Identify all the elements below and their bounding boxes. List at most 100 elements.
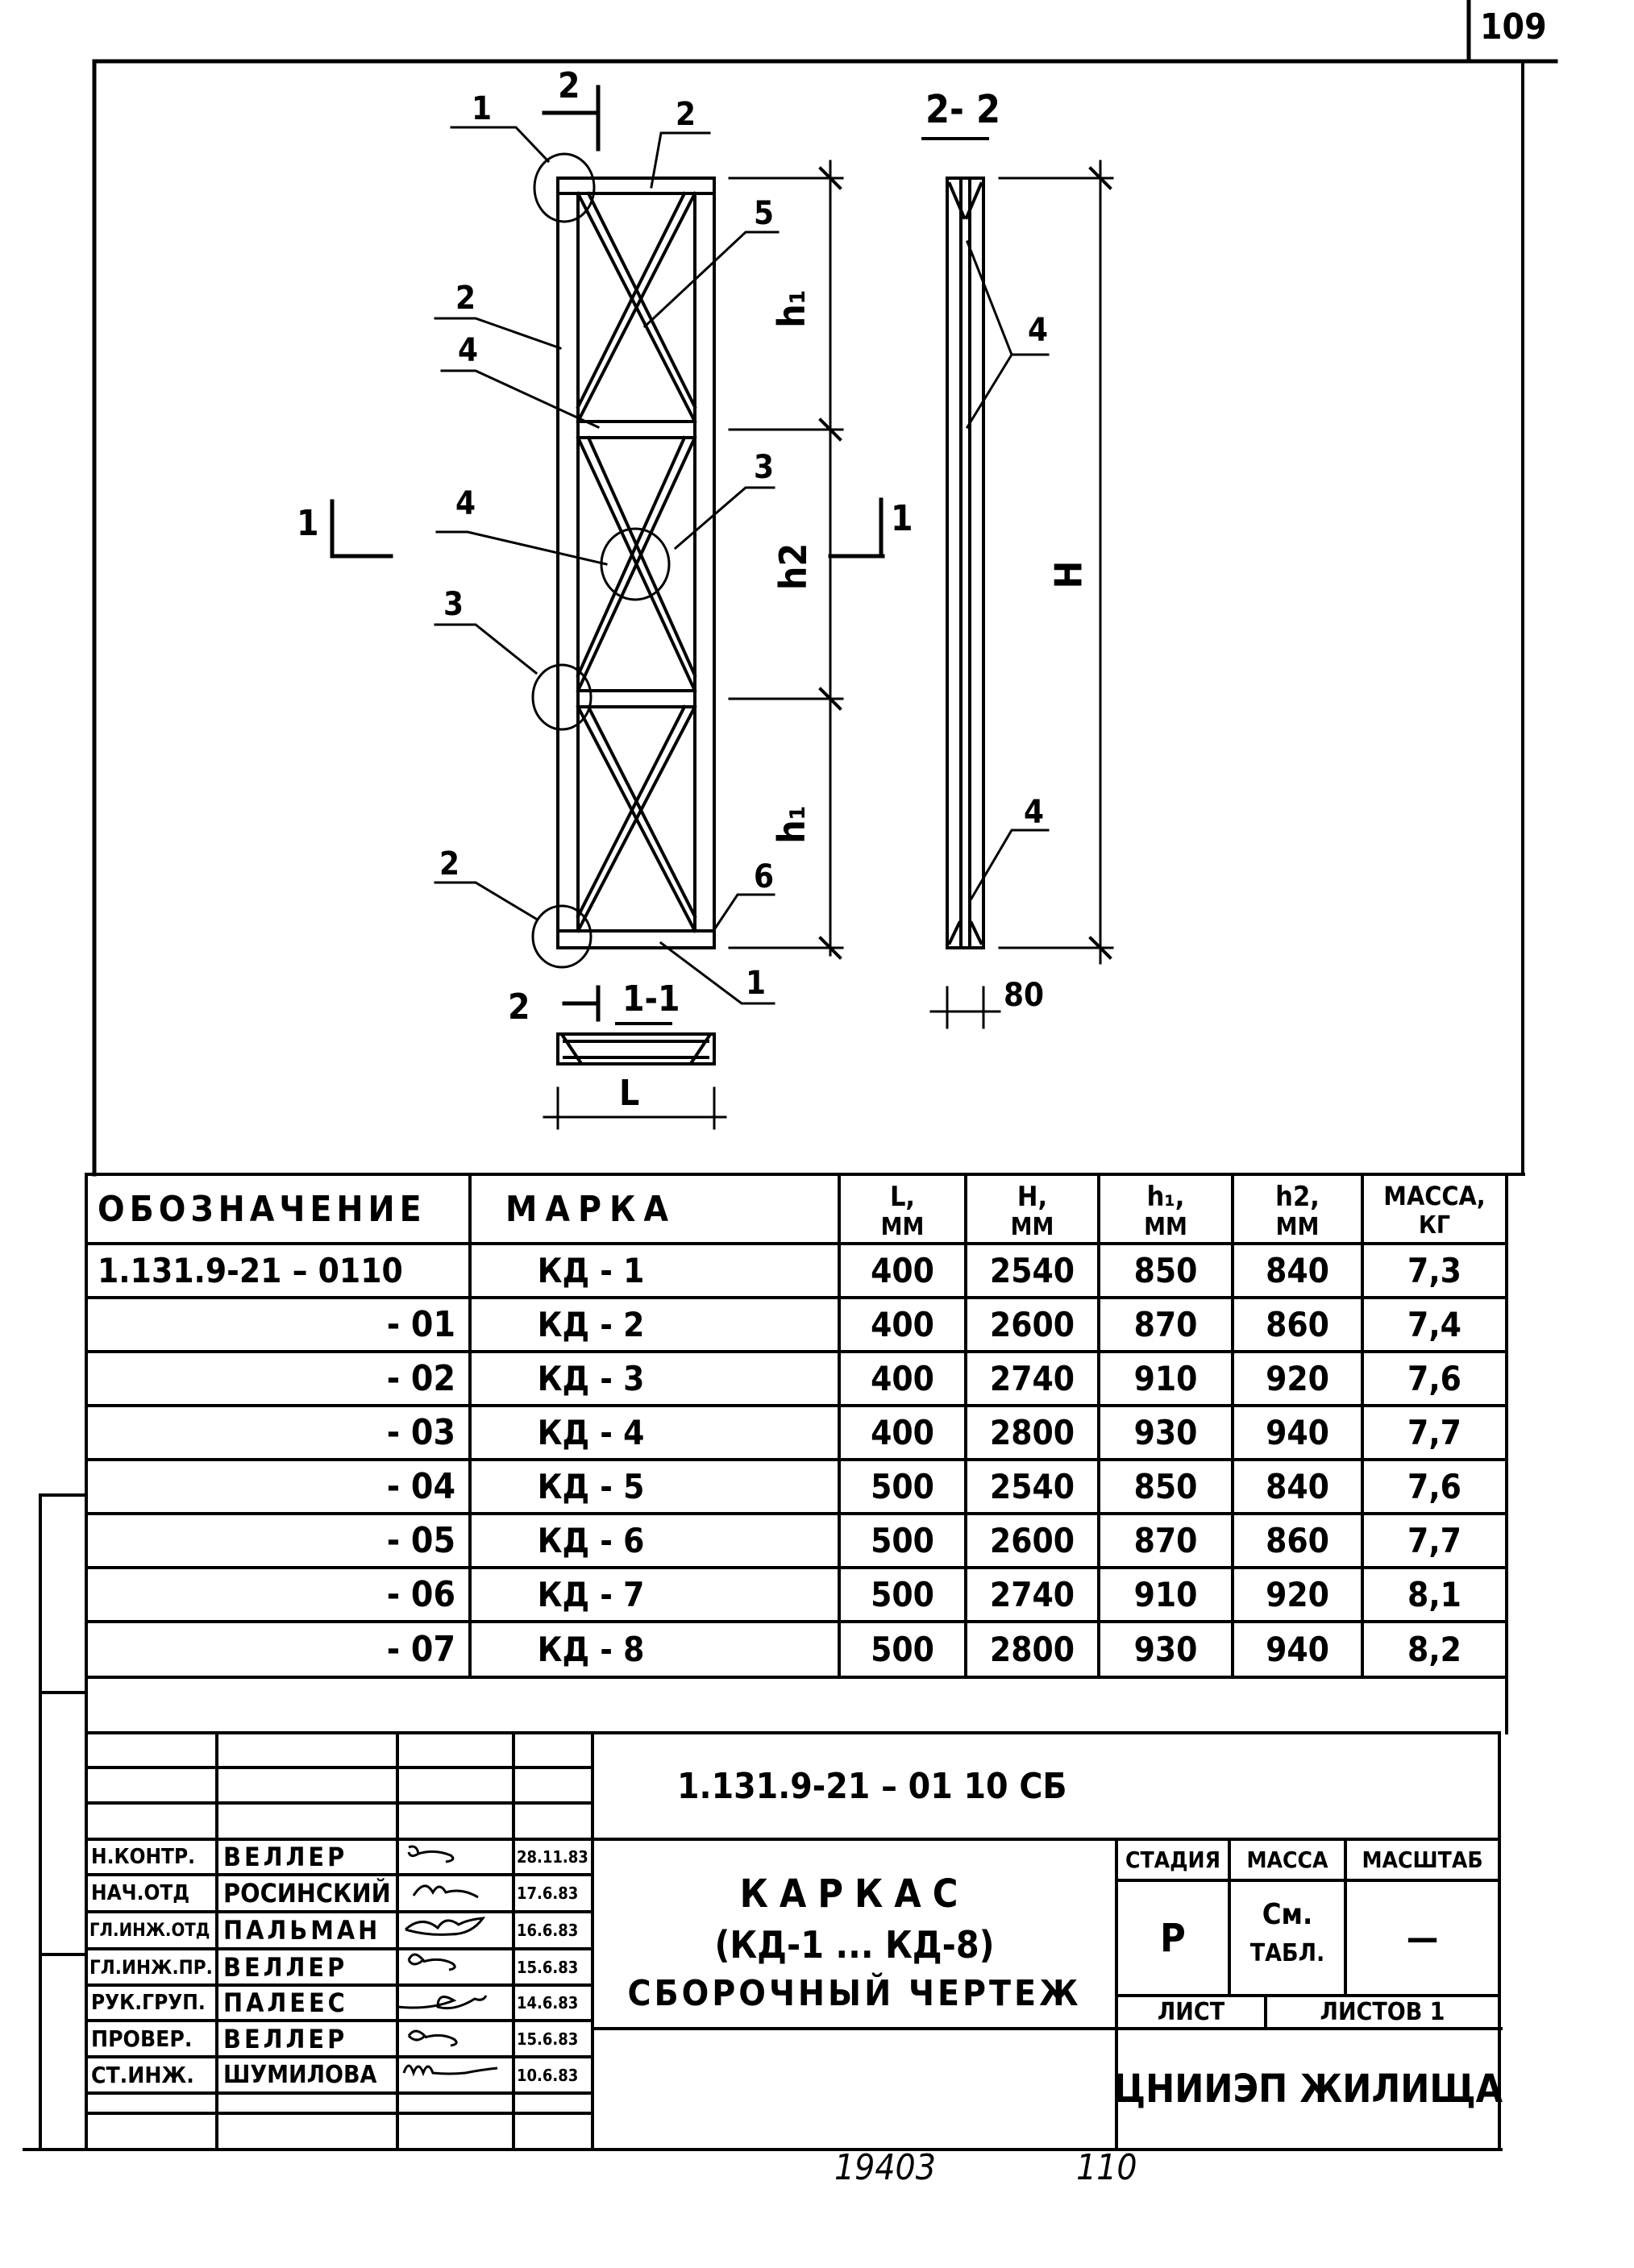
staff-role: Н.контр. <box>91 1845 196 1869</box>
staff-role: Гл.инж.пр. <box>89 1955 213 1979</box>
cell-mark: КД - 8 <box>537 1630 645 1669</box>
cell-h2: 840 <box>1266 1467 1329 1506</box>
mass-value-line-1: См. <box>1262 1898 1313 1931</box>
cell-designation: - 05 <box>386 1520 455 1561</box>
dim-h1-top: h₁ <box>769 289 813 328</box>
header-designation: Обозначение <box>98 1188 426 1230</box>
title-line-1: Каркас <box>739 1871 970 1917</box>
header-mass-label: Масса, <box>1383 1181 1486 1211</box>
cell-h2: 940 <box>1266 1413 1329 1452</box>
callout-2-bottom: 2 <box>439 845 460 883</box>
callout-1-top: 1 <box>472 90 493 127</box>
staff-role: Нач.отд <box>91 1881 190 1905</box>
cell-L: 500 <box>871 1521 934 1560</box>
signatures <box>397 1845 498 2077</box>
staff-role: Гл.инж.отд <box>89 1920 210 1941</box>
callout-4-left-upper: 4 <box>458 332 479 369</box>
header-H: H, мм <box>966 1174 1099 1244</box>
mass-header: Масса <box>1246 1846 1328 1873</box>
section-mark-right: 1 <box>891 498 913 539</box>
header-H-unit: мм <box>1010 1213 1054 1241</box>
title-line-2: (КД-1 ... КД-8) <box>714 1923 995 1967</box>
page-number: 109 <box>1480 6 1547 48</box>
cell-H: 2740 <box>989 1359 1075 1398</box>
title-line-3: Сборочный чертеж <box>627 1973 1082 2014</box>
header-h2-label: h2, <box>1275 1181 1320 1213</box>
cell-h1: 850 <box>1133 1251 1198 1290</box>
callout-3-right: 3 <box>754 449 775 486</box>
sheets-label: Листов 1 <box>1320 1998 1445 2026</box>
callout-6: 6 <box>754 858 775 895</box>
cell-L: 400 <box>871 1305 934 1344</box>
cell-H: 2540 <box>989 1467 1075 1506</box>
document-code: 1.131.9-21 – 01 10 СБ <box>677 1765 1067 1807</box>
cell-mark: КД - 3 <box>537 1359 645 1398</box>
cell-L: 400 <box>871 1413 934 1452</box>
cell-designation: 1.131.9-21 – 0110 <box>98 1251 403 1290</box>
dim-h2: h2 <box>771 542 816 591</box>
header-h1: h₁, мм <box>1099 1174 1233 1244</box>
staff-date: 28.11.83 <box>517 1847 588 1867</box>
callout-4-side-upper: 4 <box>1028 312 1049 349</box>
header-H-label: H, <box>1017 1181 1048 1213</box>
staff-date: 15.6.83 <box>517 2029 579 2049</box>
cell-mass: 7,4 <box>1407 1305 1461 1344</box>
stage-value: Р <box>1160 1915 1186 1961</box>
cell-designation: - 07 <box>386 1629 455 1670</box>
cell-h2: 940 <box>1266 1630 1329 1669</box>
staff-date: 15.6.83 <box>517 1957 579 1977</box>
section-1-1-label: 1-1 <box>622 978 680 1020</box>
dim-h1-bottom: h₁ <box>769 805 813 844</box>
staff-role: Ст.инж. <box>91 2062 194 2088</box>
cell-L: 500 <box>871 1467 934 1506</box>
cell-L: 500 <box>871 1575 934 1614</box>
staff-name: Палеес <box>223 1988 348 2018</box>
cell-L: 400 <box>871 1251 934 1290</box>
cell-designation: - 04 <box>386 1466 455 1507</box>
header-L-unit: мм <box>880 1213 925 1241</box>
section-mark-left: 1 <box>297 503 319 544</box>
cell-H: 2800 <box>989 1413 1075 1452</box>
callout-4-left-mid: 4 <box>455 485 476 522</box>
section-mark-top: 2 <box>558 65 580 106</box>
sheet-label: Лист <box>1157 1998 1225 2026</box>
cell-h1: 930 <box>1133 1630 1198 1669</box>
cell-mark: КД - 5 <box>537 1467 645 1506</box>
cell-H: 2600 <box>989 1305 1075 1344</box>
callout-4-side-lower: 4 <box>1024 794 1045 831</box>
cell-H: 2800 <box>989 1630 1075 1669</box>
staff-date: 10.6.83 <box>517 2065 579 2085</box>
callout-5: 5 <box>754 195 775 232</box>
cell-mark: КД - 2 <box>537 1305 645 1344</box>
scale-header: Масштаб <box>1362 1846 1483 1873</box>
cell-h2: 860 <box>1266 1305 1329 1344</box>
staff-name: Росинский <box>223 1878 391 1909</box>
cell-h2: 860 <box>1266 1521 1329 1560</box>
staff-name: Веллер <box>223 1951 348 1983</box>
cell-designation: - 03 <box>386 1412 455 1453</box>
cell-H: 2600 <box>989 1521 1075 1560</box>
header-h1-label: h₁, <box>1146 1181 1185 1213</box>
cell-designation: - 01 <box>386 1304 455 1345</box>
mass-value: См. табл. <box>1229 1880 1345 1996</box>
cell-h1: 910 <box>1133 1575 1198 1614</box>
cell-mass: 7,6 <box>1407 1467 1461 1506</box>
organization: ЦНИИЭП жилища <box>1112 2067 1503 2112</box>
mass-value-line-2: табл. <box>1249 1939 1325 1967</box>
cell-h2: 920 <box>1266 1359 1329 1398</box>
cell-mass: 7,7 <box>1407 1521 1461 1560</box>
callout-1-bottom: 1 <box>746 965 767 1002</box>
staff-role: Рук.груп. <box>91 1991 206 2015</box>
header-h2: h2, мм <box>1233 1174 1362 1244</box>
cell-mark: КД - 4 <box>537 1413 645 1452</box>
staff-date: 14.6.83 <box>517 1993 579 2013</box>
cell-h1: 910 <box>1133 1359 1198 1398</box>
cell-h2: 920 <box>1266 1575 1329 1614</box>
page-ref: 110 <box>1076 2147 1137 2188</box>
cell-h2: 840 <box>1266 1251 1329 1290</box>
stage-header: Стадия <box>1125 1846 1221 1873</box>
header-mark: Марка <box>505 1188 677 1230</box>
cell-mass: 7,7 <box>1407 1413 1461 1452</box>
callout-3-left: 3 <box>443 586 464 623</box>
cell-mark: КД - 6 <box>537 1521 645 1560</box>
